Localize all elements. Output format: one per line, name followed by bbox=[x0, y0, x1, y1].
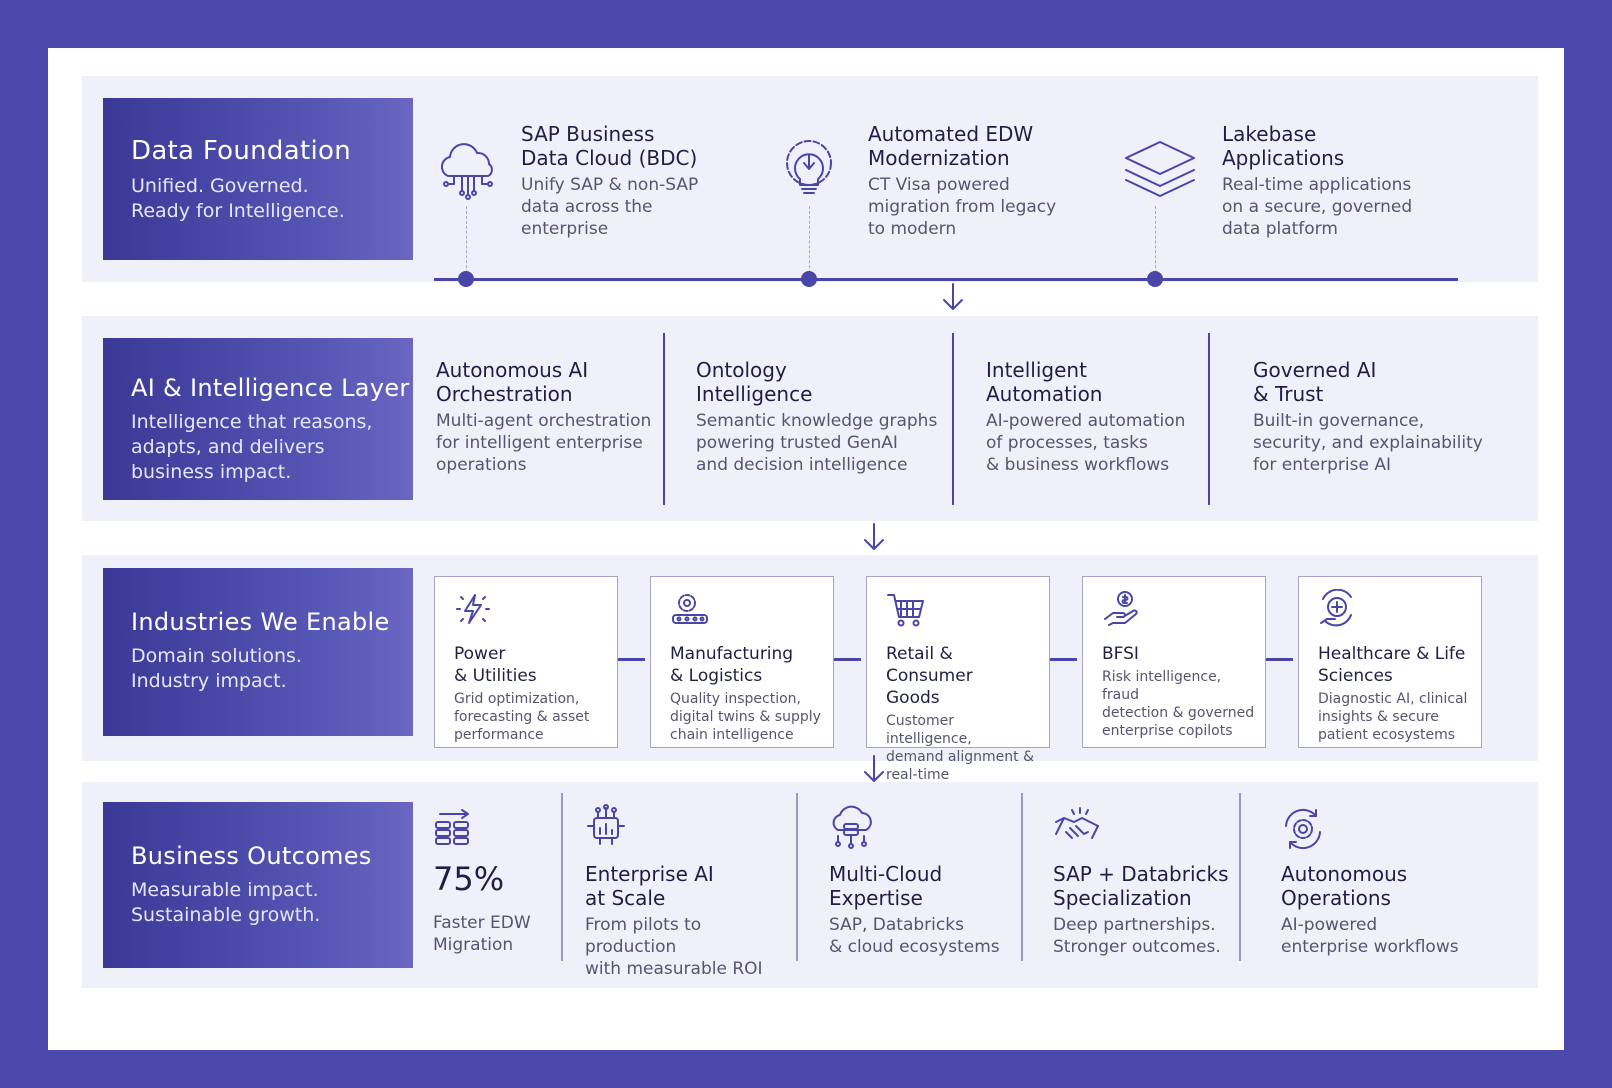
handshake-icon bbox=[1055, 807, 1099, 839]
ai-item-title: Intelligent Automation bbox=[986, 358, 1103, 406]
industry-desc: Diagnostic AI, clinical insights & secur… bbox=[1318, 691, 1468, 743]
outcome-desc: Deep partnerships. Stronger outcomes. bbox=[1053, 915, 1221, 957]
lightning-icon bbox=[456, 594, 490, 624]
ai-item-desc: Multi-agent orchestration for intelligen… bbox=[436, 411, 652, 475]
card-connector bbox=[1045, 658, 1077, 661]
outcome-desc: From pilots to production with measurabl… bbox=[585, 915, 763, 979]
ai-layer-subtitle: Intelligence that reasons, adapts, and d… bbox=[131, 411, 373, 483]
ai-item-title: Autonomous AI Orchestration bbox=[436, 358, 589, 406]
database-transfer-icon bbox=[435, 809, 469, 845]
industry-title: Power & Utilities bbox=[454, 644, 537, 686]
column-divider bbox=[1021, 793, 1023, 961]
down-arrow-icon bbox=[864, 755, 884, 782]
ai-item-automation: Intelligent Automation AI-powered automa… bbox=[986, 358, 1206, 476]
column-divider bbox=[561, 793, 563, 961]
down-arrow-icon bbox=[943, 283, 963, 310]
outcome-autonomous-ops: Autonomous Operations AI-powered enterpr… bbox=[1281, 862, 1481, 958]
ai-item-title: Ontology Intelligence bbox=[696, 358, 813, 406]
outcome-title: Enterprise AI at Scale bbox=[585, 862, 714, 910]
foundation-item-sap-bdc: SAP Business Data Cloud (BDC) Unify SAP … bbox=[521, 122, 771, 240]
outcome-enterprise-ai: Enterprise AI at Scale From pilots to pr… bbox=[585, 862, 795, 980]
industry-card-power: Power & Utilities Grid optimization, for… bbox=[434, 576, 618, 748]
gear-cycle-icon bbox=[1285, 808, 1321, 850]
connector-dashed bbox=[809, 206, 810, 278]
industry-card-healthcare: Healthcare & Life Sciences Diagnostic AI… bbox=[1298, 576, 1482, 748]
ai-item-title: Governed AI & Trust bbox=[1253, 358, 1377, 406]
foundation-item-desc: Unify SAP & non-SAP data across the ente… bbox=[521, 175, 699, 239]
connector-dashed bbox=[1155, 206, 1156, 278]
cloud-database-icon bbox=[832, 805, 872, 849]
outcome-multi-cloud: Multi-Cloud Expertise SAP, Databricks & … bbox=[829, 862, 1019, 958]
ai-item-desc: AI-powered automation of processes, task… bbox=[986, 411, 1186, 475]
foundation-title: Data Foundation bbox=[131, 136, 351, 166]
ai-item-governed: Governed AI & Trust Built-in governance,… bbox=[1253, 358, 1503, 476]
industry-desc: Grid optimization, forecasting & asset p… bbox=[454, 691, 590, 743]
column-divider bbox=[1239, 793, 1241, 961]
shopping-cart-icon bbox=[887, 594, 924, 627]
ai-item-ontology: Ontology Intelligence Semantic knowledge… bbox=[696, 358, 948, 476]
ai-layer-header: AI & Intelligence Layer Intelligence tha… bbox=[103, 338, 413, 500]
column-divider bbox=[796, 793, 798, 961]
foundation-item-title: Automated EDW Modernization bbox=[868, 122, 1034, 170]
outcomes-title: Business Outcomes bbox=[131, 842, 372, 870]
outcomes-subtitle: Measurable impact. Sustainable growth. bbox=[131, 879, 321, 926]
hand-medical-icon bbox=[1320, 589, 1352, 627]
column-divider bbox=[663, 333, 665, 505]
industry-desc: Risk intelligence, fraud detection & gov… bbox=[1102, 669, 1255, 739]
ai-item-desc: Built-in governance, security, and expla… bbox=[1253, 411, 1483, 475]
timeline-dot bbox=[801, 271, 817, 287]
cloud-network-icon bbox=[434, 136, 502, 208]
ai-layer-title: AI & Intelligence Layer bbox=[131, 374, 410, 402]
industry-card-manufacturing: Manufacturing & Logistics Quality inspec… bbox=[650, 576, 834, 748]
layers-icon bbox=[1122, 136, 1198, 206]
outcome-stat: 75% Faster EDW Migration bbox=[433, 860, 553, 956]
stat-value: 75% bbox=[433, 860, 505, 898]
column-divider bbox=[952, 333, 954, 505]
outcome-desc: AI-powered enterprise workflows bbox=[1281, 915, 1459, 957]
outcome-specialization: SAP + Databricks Specialization Deep par… bbox=[1053, 862, 1243, 958]
outcome-title: SAP + Databricks Specialization bbox=[1053, 862, 1229, 910]
foundation-item-edw: Automated EDW Modernization CT Visa powe… bbox=[868, 122, 1128, 240]
industry-desc: Quality inspection, digital twins & supp… bbox=[670, 691, 821, 743]
industries-header: Industries We Enable Domain solutions. I… bbox=[103, 568, 413, 736]
industry-title: Retail & Consumer Goods bbox=[886, 644, 973, 708]
foundation-item-title: Lakebase Applications bbox=[1222, 122, 1345, 170]
industry-card-bfsi: BFSI Risk intelligence, fraud detection … bbox=[1082, 576, 1266, 748]
industries-title: Industries We Enable bbox=[131, 608, 390, 636]
foundation-header: Data Foundation Unified. Governed. Ready… bbox=[103, 98, 413, 260]
lightbulb-gear-icon bbox=[776, 133, 842, 207]
timeline-dot bbox=[458, 271, 474, 287]
hand-dollar-icon bbox=[1104, 591, 1138, 626]
down-arrow-icon bbox=[864, 523, 884, 550]
industry-title: BFSI bbox=[1102, 644, 1139, 664]
foundation-item-desc: Real-time applications on a secure, gove… bbox=[1222, 175, 1413, 239]
industries-subtitle: Domain solutions. Industry impact. bbox=[131, 645, 302, 692]
industry-title: Healthcare & Life Sciences bbox=[1318, 644, 1466, 686]
stat-label: Faster EDW Migration bbox=[433, 913, 531, 955]
outcome-title: Autonomous Operations bbox=[1281, 862, 1408, 910]
card-connector bbox=[613, 658, 645, 661]
column-divider bbox=[1208, 333, 1210, 505]
industry-card-retail: Retail & Consumer Goods Customer intelli… bbox=[866, 576, 1050, 801]
timeline-line bbox=[434, 278, 1458, 281]
diagram-canvas: Data Foundation Unified. Governed. Ready… bbox=[48, 48, 1564, 1050]
outcome-title: Multi-Cloud Expertise bbox=[829, 862, 943, 910]
card-connector bbox=[1261, 658, 1293, 661]
industry-title: Manufacturing & Logistics bbox=[670, 644, 794, 686]
foundation-item-desc: CT Visa powered migration from legacy to… bbox=[868, 175, 1057, 239]
ai-item-orchestration: Autonomous AI Orchestration Multi-agent … bbox=[436, 358, 656, 476]
outcomes-header: Business Outcomes Measurable impact. Sus… bbox=[103, 802, 413, 968]
outcome-desc: SAP, Databricks & cloud ecosystems bbox=[829, 915, 1000, 957]
conveyor-gear-icon bbox=[672, 594, 708, 624]
chip-chart-icon bbox=[587, 804, 625, 845]
timeline-dot bbox=[1147, 271, 1163, 287]
foundation-item-lakebase: Lakebase Applications Real-time applicat… bbox=[1222, 122, 1482, 240]
foundation-item-title: SAP Business Data Cloud (BDC) bbox=[521, 122, 698, 170]
foundation-subtitle: Unified. Governed. Ready for Intelligenc… bbox=[131, 175, 345, 222]
card-connector bbox=[829, 658, 861, 661]
ai-item-desc: Semantic knowledge graphs powering trust… bbox=[696, 411, 938, 475]
connector-dashed bbox=[466, 206, 467, 278]
